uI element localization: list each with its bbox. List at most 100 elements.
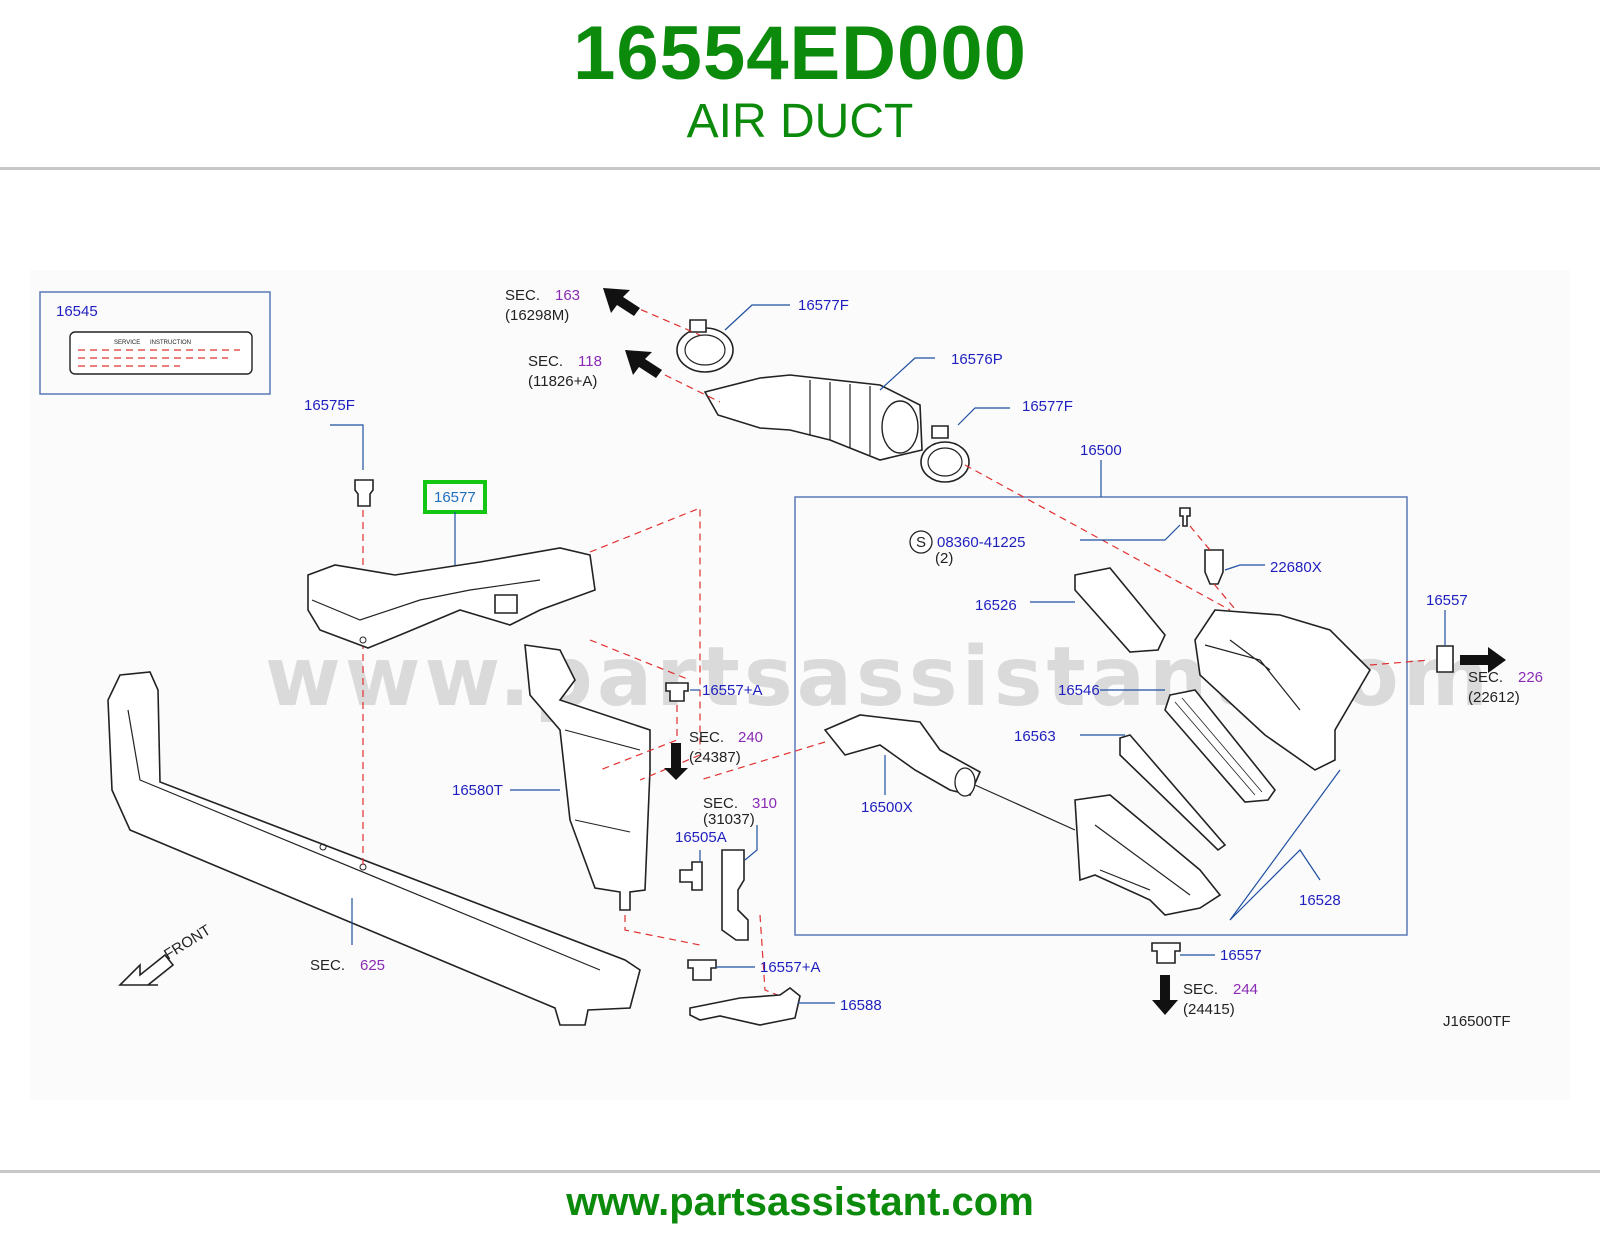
arrow-sec-163 (603, 288, 640, 316)
sec-118-label: SEC. 118 (11826+A) (528, 353, 602, 390)
air-duct-16500X (823, 714, 982, 796)
sec-118-ref: (11826+A) (528, 373, 597, 390)
footer-website-link[interactable]: www.partsassistant.com (566, 1180, 1034, 1224)
air-duct-mount-hole (359, 636, 367, 644)
service-instruction-label (69, 331, 253, 375)
clamp-16577F-lower-screw (931, 425, 949, 439)
resonator-16580T (524, 644, 651, 911)
clamp-16577F-upper-screw (689, 319, 707, 333)
filter-element-16546 (1164, 689, 1276, 803)
seal-16563 (1119, 734, 1227, 852)
dashline-sensor (1189, 525, 1241, 616)
lower-case-contour (1094, 824, 1191, 896)
dashline-16500X (699, 741, 826, 781)
label-box-frame (39, 291, 271, 395)
bolt-16505A (679, 861, 703, 891)
header: 16554ED000 AIR DUCT (0, 0, 1600, 170)
sec-118-number: 118 (578, 353, 602, 370)
grommet-16557A-lower (687, 959, 717, 981)
air-duct-grommet (494, 594, 518, 614)
sec-118-word: SEC. (528, 353, 563, 370)
clamp-16577F-upper-inner (684, 334, 726, 366)
dashline-grommet-upper (599, 705, 701, 781)
callout-16577F-lower: 16577F (1022, 398, 1073, 415)
sec-163-number: 163 (555, 287, 580, 304)
sec-240-number: 240 (738, 729, 763, 746)
sensor-bracket (721, 849, 749, 941)
grommet-16557-bottom (1151, 942, 1181, 964)
footer-divider (0, 1170, 1600, 1173)
sec-310-word: SEC. (703, 795, 738, 812)
sec-244-label: SEC. 244 (24415) (1183, 981, 1258, 1018)
callout-16557-right: 16557 (1426, 592, 1468, 609)
sec-163-word: SEC. (505, 287, 540, 304)
core-support-edge (127, 709, 601, 971)
sec-625-word: SEC. (310, 957, 345, 974)
sensor-22680X (1204, 549, 1224, 585)
upper-case-contour (1204, 639, 1301, 711)
leader-16577F-lower (957, 407, 1010, 426)
sec-163-label: SEC. 163 (16298M) (505, 287, 580, 324)
leader-16528-b (1229, 849, 1321, 921)
diagram-canvas: www.partsassistant.com 16545 SERVICE INS… (30, 270, 1570, 1100)
header-divider (0, 167, 1600, 170)
dashline-duct (589, 507, 701, 750)
callout-16528: 16528 (1299, 892, 1341, 909)
callout-22680X: 22680X (1270, 559, 1322, 576)
front-direction-arrow (118, 953, 175, 986)
grommet-16557A-upper (665, 682, 689, 702)
diagram-code: J16500TF (1443, 1013, 1511, 1030)
duct-16500X-link (974, 784, 1076, 831)
core-support-hole-a (319, 843, 327, 851)
sec-163-ref: (16298M) (505, 307, 569, 324)
callout-16576P: 16576P (951, 351, 1003, 368)
hose-outlet (881, 400, 919, 454)
leader-16575F (330, 424, 364, 470)
leader-22680X (1224, 564, 1265, 571)
part-number-title: 16554ED000 (573, 11, 1027, 96)
sec-226-word: SEC. (1468, 669, 1503, 686)
sec-226-number: 226 (1518, 669, 1543, 686)
screw-spec-symbol-ring (909, 530, 933, 554)
screw-spec-qty: (2) (935, 550, 953, 567)
callout-16575F: 16575F (304, 397, 355, 414)
callout-16588: 16588 (840, 997, 882, 1014)
callout-16500X: 16500X (861, 799, 913, 816)
leader-16577F-upper (724, 304, 790, 331)
callout-16505A: 16505A (675, 829, 727, 846)
sec-240-label: SEC. 240 (24387) (689, 729, 763, 766)
duct-16500X-outlet (954, 767, 976, 797)
label-heading-service: SERVICE (114, 340, 140, 346)
callout-16557-bottom: 16557 (1220, 947, 1262, 964)
sec-625-number: 625 (360, 957, 385, 974)
radiator-core-support (107, 671, 641, 1026)
callout-16557A-upper: 16557+A (702, 682, 762, 699)
parts-diagram: www.partsassistant.com 16545 SERVICE INS… (0, 170, 1600, 1170)
air-cleaner-lower-case (1074, 794, 1222, 916)
clip-16575F (354, 479, 374, 507)
sec-244-number: 244 (1233, 981, 1258, 998)
callout-16563: 16563 (1014, 728, 1056, 745)
label-text-lines (78, 349, 240, 367)
sec-240-ref: (24387) (689, 749, 741, 766)
screw-spec-symbol: S (916, 534, 926, 551)
air-duct-16577 (307, 547, 596, 649)
leader-16528-a (1229, 769, 1341, 921)
sec-240-word: SEC. (689, 729, 724, 746)
air-duct-contour (311, 579, 541, 621)
resonator-contour (564, 729, 641, 833)
arrow-sec-244 (1152, 975, 1178, 1015)
bracket-16588 (689, 987, 801, 1026)
dashline-bracket (759, 914, 791, 1001)
arrow-sec-226 (1460, 647, 1506, 673)
air-inlet-hose-16576P (703, 374, 923, 461)
sec-310-ref: (31037) (703, 811, 755, 828)
dashline-hose-route (629, 304, 1231, 611)
leader-16576P (879, 357, 935, 391)
callout-16545: 16545 (56, 303, 98, 320)
dashline-upper-case (1369, 659, 1431, 666)
callout-08360-41225: 08360-41225 (937, 534, 1025, 551)
part-name-subtitle: AIR DUCT (686, 95, 914, 148)
clamp-16577F-lower-inner (927, 447, 963, 477)
callout-16557A-lower: 16557+A (760, 959, 820, 976)
